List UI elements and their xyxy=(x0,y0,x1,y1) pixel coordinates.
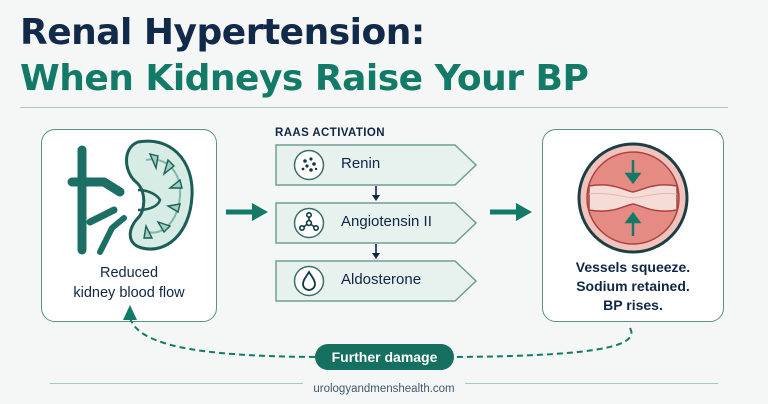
arrow-angiotensin-to-aldosterone xyxy=(372,244,380,259)
feedback-loop xyxy=(123,305,633,358)
raas-step-aldosterone: Aldosterone xyxy=(275,260,477,302)
title-line-2: When Kidneys Raise Your BP xyxy=(20,58,589,99)
further-damage-badge: Further damage xyxy=(315,344,454,370)
molecule-dots-icon xyxy=(293,149,325,181)
droplet-icon xyxy=(293,265,325,297)
kidney-icon xyxy=(67,139,194,255)
footer-site: urologyandmenshealth.com xyxy=(303,383,465,395)
step-label-angiotensin: Angiotensin II xyxy=(341,213,432,230)
arrow-left-to-raas xyxy=(226,203,268,221)
arrow-raas-to-right xyxy=(490,203,532,221)
title-divider xyxy=(20,107,728,108)
step-shape xyxy=(275,144,477,186)
step-shape xyxy=(275,260,477,302)
left-caption-line-1: Reduced xyxy=(99,265,159,281)
raas-heading: RAAS ACTIVATION xyxy=(275,127,385,139)
raas-step-angiotensin: Angiotensin II xyxy=(275,202,477,244)
right-caption-line-2: Sodium retained. xyxy=(576,278,690,294)
vessels-squeeze-card: Vessels squeeze. Sodium retained. BP ris… xyxy=(542,129,724,322)
right-caption-line-3: BP rises. xyxy=(603,297,663,313)
reduced-blood-flow-card: Reduced kidney blood flow xyxy=(41,129,217,322)
arrow-renin-to-angiotensin xyxy=(372,186,380,201)
step-label-renin: Renin xyxy=(341,155,381,172)
raas-step-renin: Renin xyxy=(275,144,477,186)
constricted-vessel-icon xyxy=(577,142,689,254)
step-label-aldosterone: Aldosterone xyxy=(341,271,422,288)
right-caption-line-1: Vessels squeeze. xyxy=(575,259,691,275)
step-shape xyxy=(275,202,477,244)
molecule-network-icon xyxy=(293,207,325,239)
left-caption-line-2: kidney blood flow xyxy=(73,285,185,301)
title-line-1: Renal Hypertension: xyxy=(20,12,425,53)
